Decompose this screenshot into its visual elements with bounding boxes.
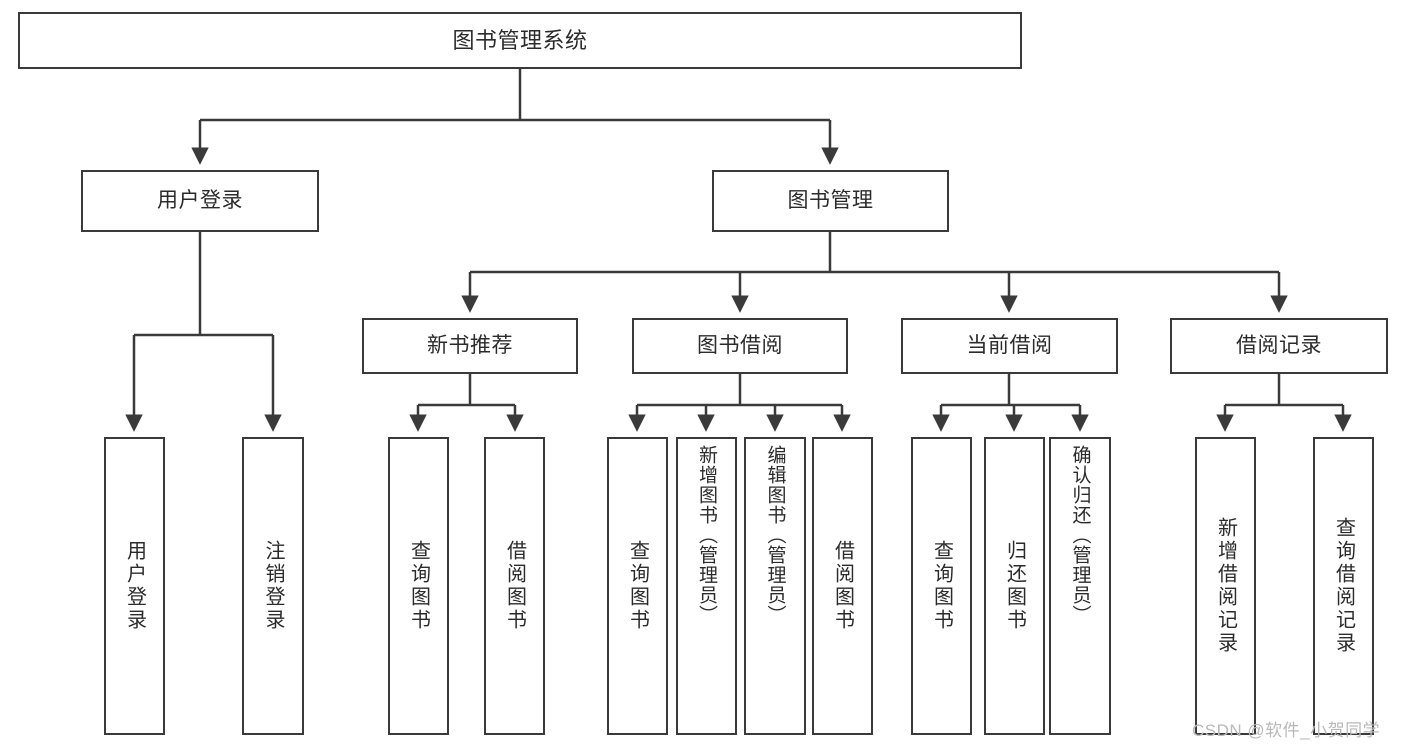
node-current-borrow[interactable]: 当前借阅 [901, 318, 1118, 374]
node-borrow-record[interactable]: 借阅记录 [1170, 318, 1388, 374]
node-leaf-add-record-label: 新增借阅记录 [1214, 517, 1237, 655]
node-user-login-label: 用户登录 [157, 188, 243, 212]
node-leaf-query-book-3-label: 查询图书 [930, 540, 953, 632]
node-leaf-borrow-book-2-label: 借阅图书 [831, 540, 854, 632]
node-leaf-logout-label: 注销登录 [262, 540, 284, 632]
csdn-watermark: CSDN @软件_小贺同学 [1192, 721, 1381, 740]
node-leaf-query-book-3[interactable]: 查询图书 [911, 437, 972, 735]
node-leaf-confirm-return-label: 确认归还（管理员） [1069, 445, 1091, 625]
node-leaf-add-book-label: 新增图书（管理员） [696, 445, 717, 625]
node-leaf-return-book-label: 归还图书 [1003, 540, 1026, 632]
node-leaf-edit-book[interactable]: 编辑图书（管理员） [744, 437, 806, 735]
node-new-book-recommend[interactable]: 新书推荐 [362, 318, 578, 374]
node-new-book-recommend-label: 新书推荐 [427, 333, 513, 357]
node-leaf-query-record[interactable]: 查询借阅记录 [1313, 437, 1374, 735]
node-book-manage[interactable]: 图书管理 [712, 170, 949, 232]
node-leaf-logout[interactable]: 注销登录 [242, 437, 304, 735]
node-leaf-query-record-label: 查询借阅记录 [1332, 517, 1355, 655]
node-leaf-return-book[interactable]: 归还图书 [984, 437, 1045, 735]
node-leaf-query-book-1[interactable]: 查询图书 [388, 437, 449, 735]
node-leaf-borrow-book-1-label: 借阅图书 [503, 540, 526, 632]
node-leaf-borrow-book-1[interactable]: 借阅图书 [484, 437, 545, 735]
node-book-manage-label: 图书管理 [787, 188, 874, 212]
node-current-borrow-label: 当前借阅 [966, 333, 1053, 357]
node-user-login[interactable]: 用户登录 [81, 170, 319, 232]
node-leaf-add-book[interactable]: 新增图书（管理员） [676, 437, 737, 735]
node-leaf-add-record[interactable]: 新增借阅记录 [1195, 437, 1256, 735]
node-leaf-confirm-return[interactable]: 确认归还（管理员） [1049, 437, 1111, 735]
node-leaf-user-login-label: 用户登录 [123, 540, 146, 632]
node-book-borrow[interactable]: 图书借阅 [632, 318, 848, 374]
node-leaf-user-login[interactable]: 用户登录 [104, 437, 165, 735]
node-root-label: 图书管理系统 [452, 27, 588, 53]
node-leaf-edit-book-label: 编辑图书（管理员） [764, 445, 786, 625]
node-leaf-query-book-2-label: 查询图书 [626, 540, 649, 632]
node-borrow-record-label: 借阅记录 [1236, 333, 1322, 357]
node-leaf-borrow-book-2[interactable]: 借阅图书 [812, 437, 873, 735]
node-leaf-query-book-1-label: 查询图书 [407, 540, 430, 632]
node-leaf-query-book-2[interactable]: 查询图书 [607, 437, 668, 735]
node-root[interactable]: 图书管理系统 [18, 12, 1022, 69]
node-book-borrow-label: 图书借阅 [697, 333, 783, 357]
